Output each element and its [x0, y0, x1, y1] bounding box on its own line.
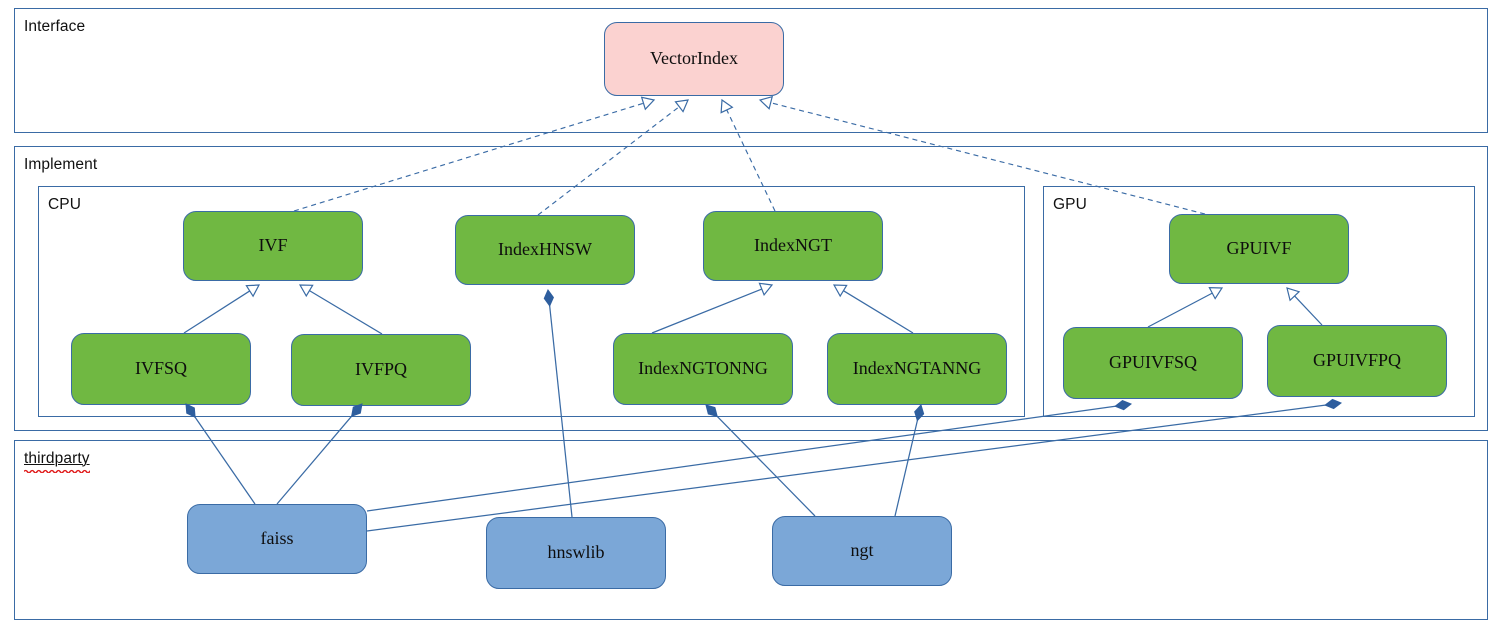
node-label-indexhnsw: IndexHNSW	[498, 239, 592, 260]
node-label-indexngtanng: IndexNGTANNG	[852, 358, 982, 379]
node-indexngtanng[interactable]: IndexNGTANNG	[827, 333, 1007, 405]
node-label-gpuivf: GPUIVF	[1226, 238, 1292, 259]
node-label-ivfsq: IVFSQ	[134, 358, 187, 379]
node-ngt[interactable]: ngt	[772, 516, 952, 586]
node-label-faiss: faiss	[260, 528, 294, 549]
group-label-implement: Implement	[24, 156, 98, 173]
group-label-cpu: CPU	[48, 196, 82, 213]
node-gpuivf[interactable]: GPUIVF	[1169, 214, 1349, 284]
node-vectorindex[interactable]: VectorIndex	[604, 22, 784, 96]
node-indexhnsw[interactable]: IndexHNSW	[455, 215, 635, 285]
node-indexngt[interactable]: IndexNGT	[703, 211, 883, 281]
node-ivfpq[interactable]: IVFPQ	[291, 334, 471, 406]
node-gpuivfsq[interactable]: GPUIVFSQ	[1063, 327, 1243, 399]
node-label-gpuivfpq: GPUIVFPQ	[1312, 350, 1402, 371]
node-label-vectorindex: VectorIndex	[650, 48, 738, 69]
node-label-gpuivfsq: GPUIVFSQ	[1108, 352, 1198, 373]
node-label-indexngt: IndexNGT	[754, 235, 832, 256]
node-label-ivfpq: IVFPQ	[354, 359, 407, 380]
node-label-ivf: IVF	[258, 235, 288, 256]
group-label-interface: Interface	[24, 18, 86, 35]
node-hnswlib[interactable]: hnswlib	[486, 517, 666, 589]
node-label-hnswlib: hnswlib	[547, 542, 605, 563]
node-label-indexngtonng: IndexNGTONNG	[638, 358, 768, 379]
node-label-ngt: ngt	[850, 540, 874, 561]
node-ivf[interactable]: IVF	[183, 211, 363, 281]
node-faiss[interactable]: faiss	[187, 504, 367, 574]
group-label-thirdparty: thirdparty	[24, 450, 90, 473]
node-gpuivfpq[interactable]: GPUIVFPQ	[1267, 325, 1447, 397]
node-ivfsq[interactable]: IVFSQ	[71, 333, 251, 405]
group-label-gpu: GPU	[1053, 196, 1087, 213]
node-indexngtonng[interactable]: IndexNGTONNG	[613, 333, 793, 405]
